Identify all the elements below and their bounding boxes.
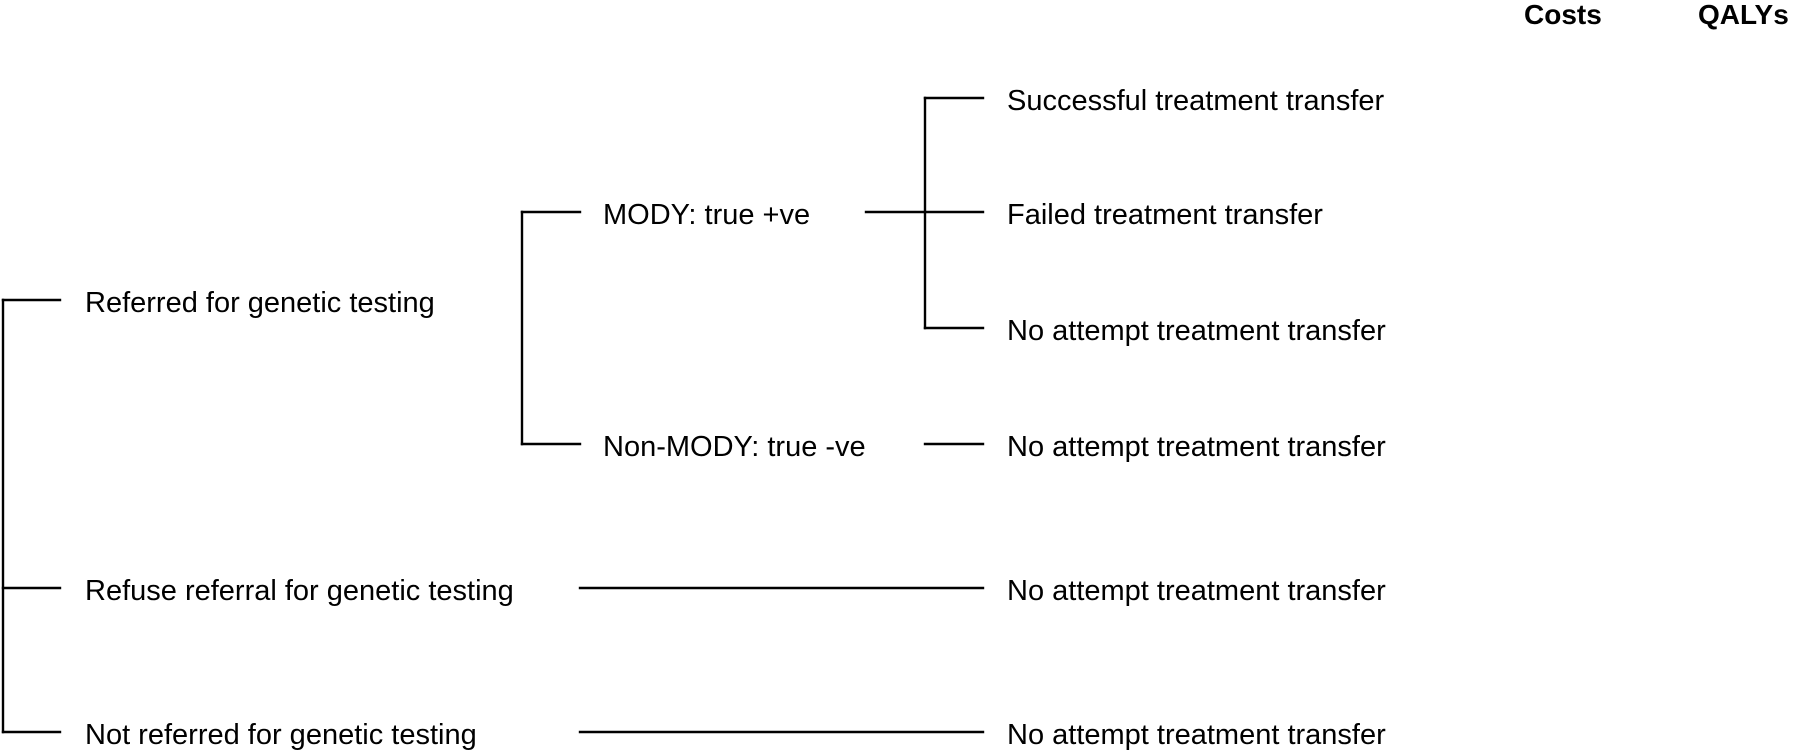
outcome-no-attempt-not-referred: No attempt treatment transfer (1007, 719, 1386, 751)
outcome-no-attempt-refuse: No attempt treatment transfer (1007, 575, 1386, 607)
branch-refuse: Refuse referral for genetic testing (85, 575, 514, 607)
result-non-mody: Non-MODY: true -ve (603, 431, 866, 463)
qalys-header: QALYs (1698, 0, 1789, 30)
costs-header: Costs (1524, 0, 1602, 30)
outcome-failed: Failed treatment transfer (1007, 199, 1323, 231)
outcome-no-attempt-non-mody: No attempt treatment transfer (1007, 431, 1386, 463)
outcome-successful: Successful treatment transfer (1007, 85, 1385, 117)
branch-not-referred: Not referred for genetic testing (85, 719, 477, 751)
branch-referred: Referred for genetic testing (85, 287, 435, 319)
result-mody: MODY: true +ve (603, 199, 811, 231)
outcome-no-attempt-mody: No attempt treatment transfer (1007, 315, 1386, 347)
